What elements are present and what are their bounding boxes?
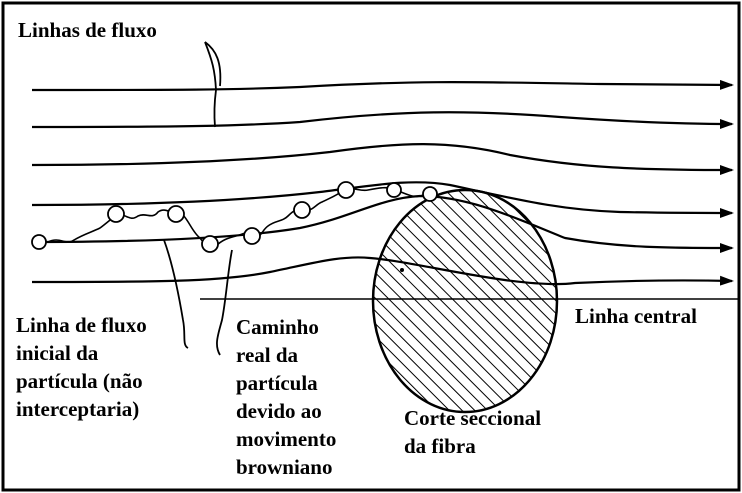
pointer-streamlines	[204, 41, 217, 91]
label-fiber-section: Corte seccional da fibra	[404, 404, 541, 460]
streamline-1	[31, 79, 734, 92]
particle	[243, 227, 261, 245]
pointer-lines	[163, 41, 233, 356]
streamline-6	[31, 256, 734, 286]
brownian-particles	[31, 181, 438, 253]
streamline-3	[31, 143, 734, 175]
streamline-4	[31, 181, 734, 218]
label-line: da fibra	[404, 434, 476, 458]
brownian-path	[47, 186, 435, 250]
label-line: movimento	[236, 427, 337, 451]
particle	[201, 235, 219, 253]
pointer-real	[216, 249, 233, 356]
label-line: partícula	[236, 371, 318, 395]
label-real-path: Caminho real da partícula devido ao movi…	[236, 313, 336, 481]
label-line: Linha de fluxo	[16, 313, 147, 337]
label-line: interceptaria)	[16, 397, 140, 421]
pointer-initial	[163, 239, 189, 349]
label-line: browniano	[236, 455, 333, 479]
particle	[31, 234, 47, 250]
label-line: Corte seccional	[404, 406, 542, 430]
label-line: Caminho	[236, 315, 319, 339]
particle	[422, 186, 438, 202]
particle	[386, 182, 402, 198]
particle	[293, 201, 311, 219]
streamline-2	[31, 111, 734, 129]
label-line: inicial da	[16, 341, 99, 365]
label-centerline: Linha central	[575, 304, 697, 328]
particle	[107, 205, 125, 223]
streamlines	[31, 79, 734, 286]
label-line: real da	[236, 343, 299, 367]
label-line: partícula (não	[16, 369, 143, 393]
fiber-dot	[400, 268, 404, 272]
particle	[167, 205, 185, 223]
label-streamlines: Linhas de fluxo	[18, 18, 157, 42]
fiber-cross-section	[371, 188, 559, 414]
label-line: devido ao	[236, 399, 322, 423]
particle	[337, 181, 355, 199]
label-initial-streamline: Linha de fluxo inicial da partícula (não…	[16, 311, 147, 423]
